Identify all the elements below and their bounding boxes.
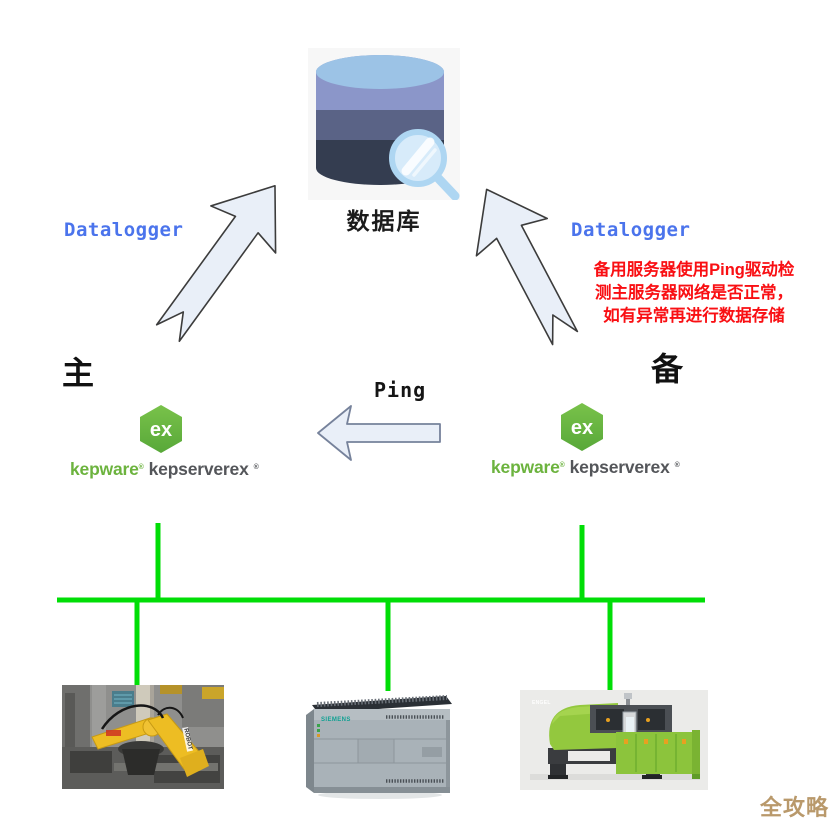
kepserverex-product-text: kepserverex (569, 457, 670, 477)
datalogger-label-right: Datalogger (571, 219, 691, 241)
datalogger-arrow-right (475, 188, 579, 346)
kepware-hexagon-icon: ex (561, 403, 603, 451)
ping-note-line2: 测主服务器网络是否正常， (595, 284, 793, 302)
kepware-hexagon-icon: ex (140, 405, 182, 453)
ping-label: Ping (374, 378, 427, 402)
kepware-wordmark: kepware®kepserverex® (70, 459, 259, 479)
datalogger-label-left: Datalogger (64, 219, 184, 241)
injection-molding-machine-photo (520, 690, 708, 790)
kepserverex-logo-backup: ex kepware®kepserverex® (491, 402, 680, 477)
kepware-wordmark: kepware®kepserverex® (491, 457, 680, 477)
kepware-brand-text: kepware (70, 459, 139, 479)
ping-note-line1: 备用服务器使用Ping驱动检 (593, 261, 795, 279)
ping-note-line3: 如有异常再进行数据存储 (603, 307, 785, 325)
database-icon (308, 48, 460, 200)
kepserverex-product-text: kepserverex (148, 459, 249, 479)
role-label-main: 主 (62, 355, 95, 391)
role-label-backup: 备 (651, 351, 684, 387)
network-lines (57, 523, 705, 694)
industrial-robot-photo (62, 685, 224, 789)
ping-note: 备用服务器使用Ping驱动检 测主服务器网络是否正常， 如有异常再进行数据存储 (582, 259, 806, 328)
engel-brand-label: ENGEL (532, 700, 551, 706)
hex-ex-text: ex (571, 417, 593, 439)
kepware-brand-text: kepware (491, 457, 560, 477)
kepserverex-logo-main: ex kepware®kepserverex® (70, 404, 259, 479)
ping-arrow (317, 405, 441, 461)
hex-ex-text: ex (150, 419, 172, 441)
siemens-brand-label: SIEMENS (321, 717, 351, 723)
watermark: 全攻略 (760, 795, 830, 820)
datalogger-arrow-left (155, 184, 277, 343)
siemens-plc-photo (298, 691, 462, 803)
magnifier-icon (389, 129, 460, 200)
database-label: 数据库 (346, 208, 422, 234)
